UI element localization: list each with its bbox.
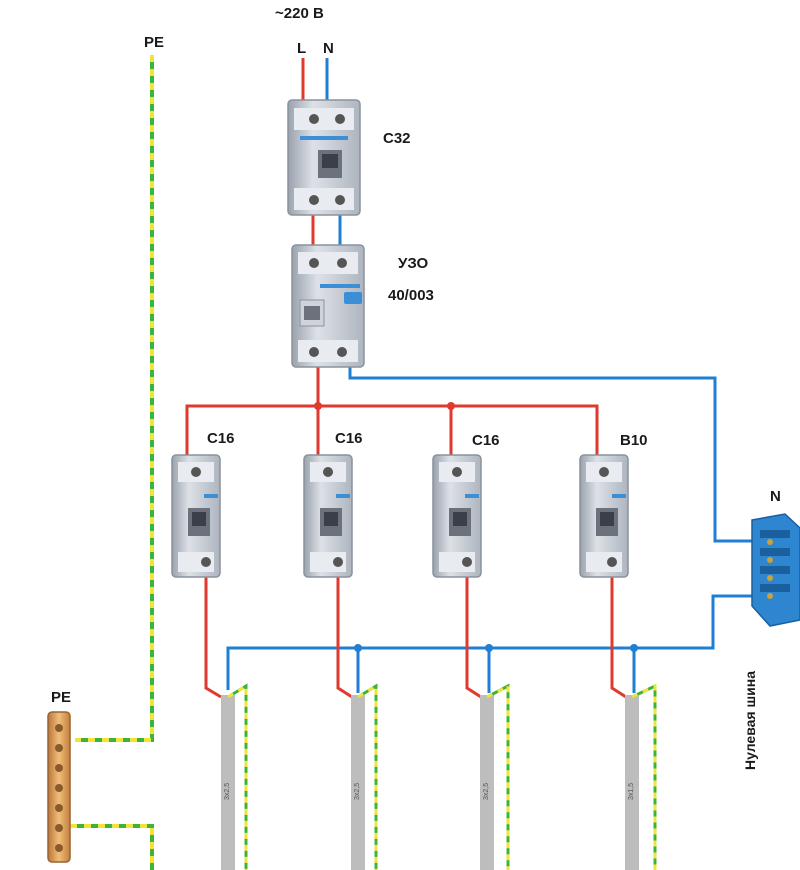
neutral-bus-name: Нулевая шина (742, 671, 758, 770)
neutral-return-wire (226, 594, 752, 690)
main-breaker-c32 (287, 99, 361, 216)
junction-dot (314, 402, 322, 410)
breaker-4 (579, 454, 629, 578)
rcd-rating-label: 40/003 (388, 287, 434, 304)
phase-distribution-bar (185, 404, 599, 460)
junction-dot (630, 644, 638, 652)
neutral-bus (751, 513, 800, 627)
breaker-3 (432, 454, 482, 578)
rcd-device (291, 244, 365, 368)
breaker-2-label: C16 (335, 430, 363, 447)
junction-dot (485, 644, 493, 652)
ground-conductor-2 (357, 683, 378, 870)
supply-voltage-label: ~220 В (275, 5, 324, 22)
breaker-4-label: B10 (620, 432, 648, 449)
breaker-1 (171, 454, 221, 578)
pe-label: PE (144, 34, 165, 51)
pe-bus (47, 711, 71, 863)
ground-conductor-3 (486, 683, 510, 870)
cable-3 (480, 695, 494, 870)
neutral-label: N (323, 40, 334, 57)
line-label: L (297, 40, 307, 57)
cable-2-tag: 3х2,5 (354, 782, 361, 800)
cable-1 (221, 695, 235, 870)
phase-out-3 (465, 575, 482, 699)
neutral-wire-rcd-bus (348, 365, 752, 543)
main-breaker-label: C32 (383, 130, 411, 147)
pe-wire-bottom (70, 824, 154, 870)
cable-2 (351, 695, 365, 870)
cable-4 (625, 695, 639, 870)
cable-1-tag: 3х2,5 (224, 782, 231, 800)
ground-conductor-1 (227, 683, 248, 870)
breaker-1-label: C16 (207, 430, 235, 447)
neutral-bus-label: N (770, 488, 781, 505)
rcd-name-label: УЗО (398, 255, 429, 272)
breaker-2 (303, 454, 353, 578)
ground-conductor-4 (631, 683, 657, 870)
breaker-3-label: C16 (472, 432, 500, 449)
phase-out-2 (336, 575, 353, 699)
pe-bus-label: PE (51, 689, 72, 706)
cable-4-tag: 3х1,5 (628, 782, 635, 800)
junction-dot (354, 644, 362, 652)
phase-out-4 (610, 575, 627, 699)
junction-dot (447, 402, 455, 410)
pe-wire-top (75, 55, 154, 742)
cable-3-tag: 3х2,5 (483, 782, 490, 800)
phase-out-1 (204, 575, 222, 699)
